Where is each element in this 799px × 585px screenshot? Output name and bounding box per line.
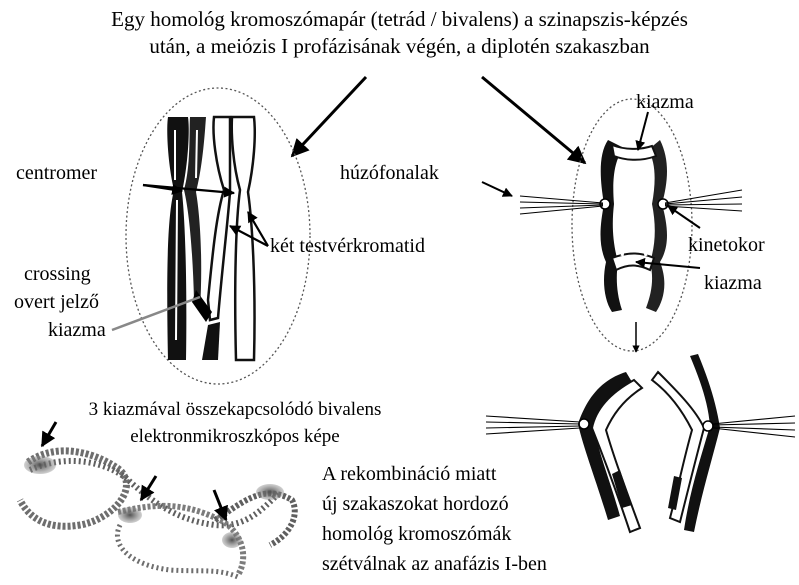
recombination-line-4: szétválnak az anafázis I-ben — [322, 549, 547, 579]
micrograph-arrow-2 — [141, 476, 156, 500]
recombination-line-1: A rekombináció miatt — [322, 459, 547, 489]
electron-micrograph — [20, 451, 295, 578]
recombination-line-2: új szakaszokat hordozó — [322, 489, 547, 519]
micrograph-caption: 3 kiazmával összekapcsolódó bivalens ele… — [40, 396, 430, 450]
label-crossing-1: crossing — [24, 262, 91, 286]
title-arrow-left — [292, 77, 366, 156]
label-kiazma-top: kiazma — [636, 90, 694, 114]
label-kiazma-bottom: kiazma — [704, 271, 762, 295]
label-crossing-2: overt jelző — [14, 290, 99, 314]
anaphase-chromosome-left — [578, 372, 642, 532]
left-dark-chromosome — [167, 117, 206, 360]
recombination-text: A rekombináció miatt új szakaszokat hord… — [322, 459, 547, 579]
label-crossing-3: kiazma — [48, 318, 106, 342]
kiazma-top-pointer — [638, 112, 648, 150]
micrograph-caption-line-2: elektronmikroszkópos képe — [40, 423, 430, 450]
label-spindle: húzófonalak — [340, 161, 439, 185]
diagram-title: Egy homológ kromoszómapár (tetrád / biva… — [0, 6, 799, 60]
kinetochore-pointer — [668, 206, 700, 228]
label-sister-chromatids: két testvérkromatid — [270, 234, 425, 258]
title-line-1: Egy homológ kromoszómapár (tetrád / biva… — [0, 6, 799, 33]
right-bivalent-outline — [572, 99, 692, 351]
right-bivalent — [600, 140, 668, 312]
title-line-2: után, a meiózis I profázisának végén, a … — [0, 33, 799, 60]
anaphase-chromosome-right — [652, 354, 720, 532]
spindle-fibers-anaphase — [486, 416, 795, 437]
title-arrow-right — [482, 77, 585, 163]
left-light-chromosome — [202, 117, 255, 360]
label-kinetochore: kinetokor — [688, 233, 765, 257]
spindle-pointer — [482, 182, 512, 196]
micrograph-caption-line-1: 3 kiazmával összekapcsolódó bivalens — [40, 396, 430, 423]
crossing-pointer — [112, 297, 200, 330]
spindle-fibers-right — [520, 190, 742, 214]
recombination-line-3: homológ kromoszómák — [322, 519, 547, 549]
label-centromer: centromer — [16, 161, 97, 185]
